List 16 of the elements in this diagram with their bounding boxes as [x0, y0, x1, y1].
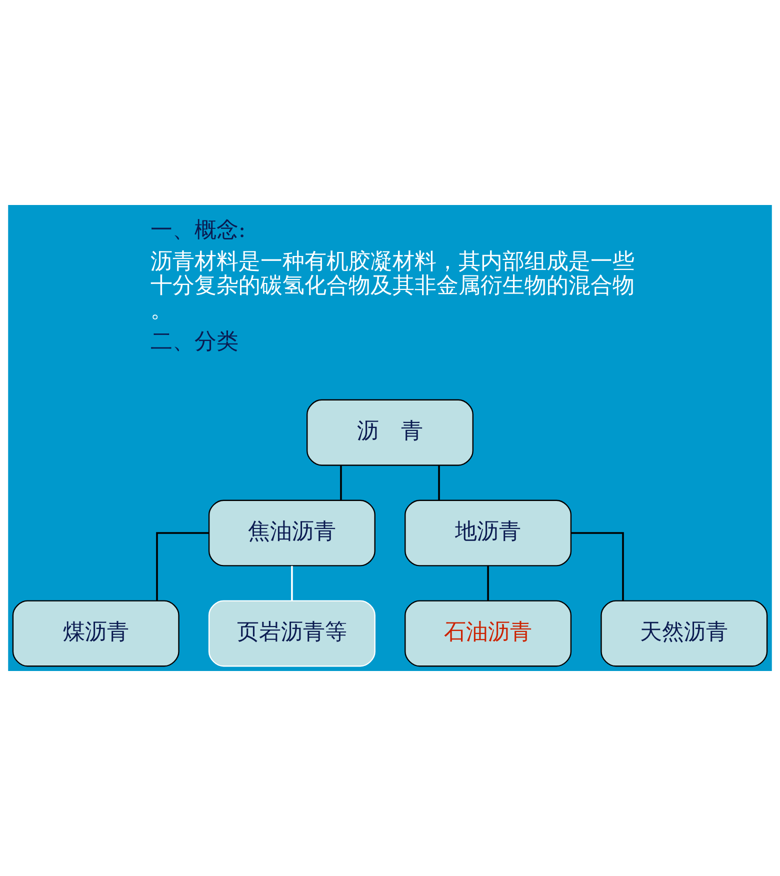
- connector: [156, 532, 209, 601]
- node-box: 页岩沥青等: [208, 600, 376, 667]
- node-box: 地沥青: [404, 500, 572, 566]
- node-box: 天然沥青: [600, 600, 768, 667]
- label: 二、分类: [150, 329, 238, 354]
- node-box: 焦油沥青: [208, 500, 376, 566]
- connector: [571, 532, 624, 601]
- node-box: 沥 青: [306, 399, 474, 466]
- connector: [438, 465, 440, 500]
- label: 一、概念:: [150, 218, 246, 243]
- node-box: 煤沥青: [12, 600, 180, 667]
- connector: [487, 566, 489, 600]
- node-box: 石油沥青: [404, 600, 572, 667]
- connector: [291, 566, 293, 600]
- connector: [340, 465, 342, 500]
- label: 沥青材料是一种有机胶凝材料，其内部组成是一些十分复杂的碳氢化合物及其非金属衍生物的混合物。: [150, 249, 634, 323]
